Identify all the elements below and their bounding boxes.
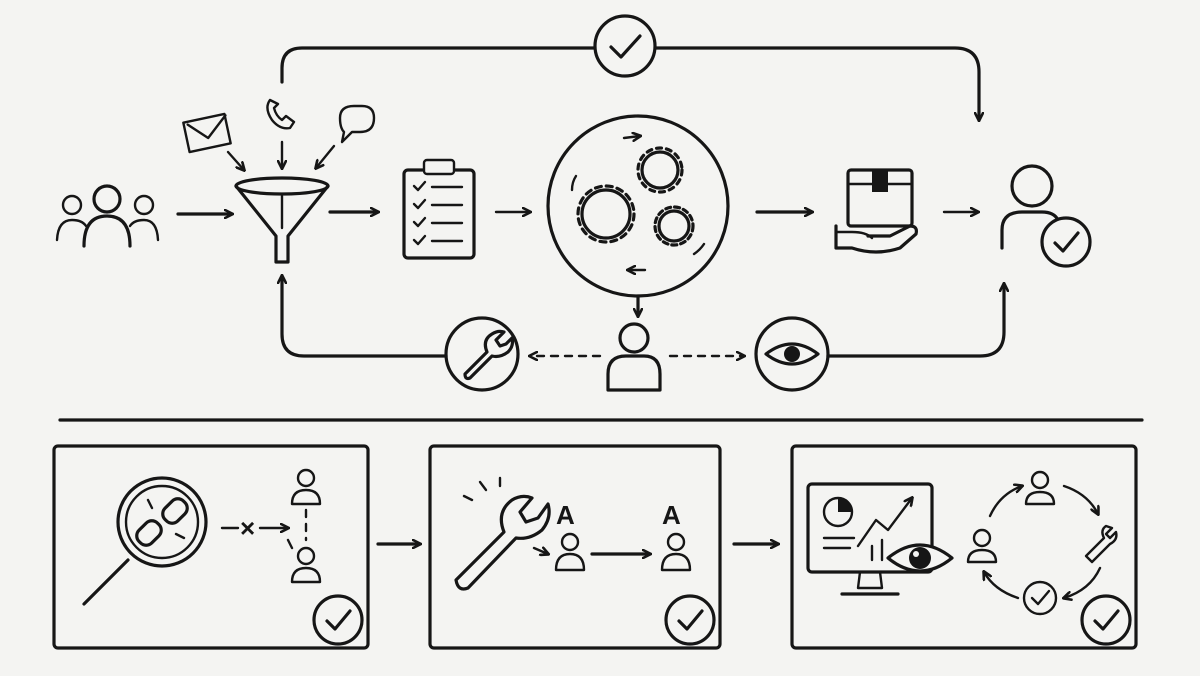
arrow-chat-to-funnel xyxy=(316,144,336,168)
panel-1: × xyxy=(52,444,370,650)
before-mark: A xyxy=(556,500,575,530)
person-handoff-icon: A A xyxy=(532,500,692,572)
eye-circle-icon xyxy=(754,316,830,392)
broken-link-magnifier-icon xyxy=(82,476,208,606)
funnel-icon xyxy=(234,176,330,264)
cross-mark: × xyxy=(240,513,255,543)
check-circle-icon xyxy=(312,594,364,646)
panel-2: A A xyxy=(428,444,722,650)
arrow-mail-to-funnel xyxy=(226,150,244,170)
phone-icon xyxy=(266,98,296,130)
chat-bubble-icon xyxy=(338,104,376,144)
checklist-icon xyxy=(402,158,476,260)
check-circle-icon xyxy=(1080,594,1132,646)
monitor-dashboard-icon xyxy=(806,482,934,596)
reviewer-icon xyxy=(606,322,662,392)
customers-icon xyxy=(55,184,160,248)
approved-user-icon xyxy=(1000,164,1092,268)
check-circle-icon xyxy=(664,594,716,646)
check-circle-icon xyxy=(593,14,657,78)
panel-3 xyxy=(790,444,1138,650)
package-hand-icon xyxy=(834,168,918,254)
improvement-cycle-icon xyxy=(966,470,1118,616)
top-loop-arrow xyxy=(280,46,979,120)
arrow-wrench-to-funnel xyxy=(282,276,448,358)
mail-icon xyxy=(182,112,232,154)
after-mark: A xyxy=(662,500,681,530)
wrench-circle-icon xyxy=(444,316,520,392)
blocked-handoff-icon: × xyxy=(220,468,322,584)
gears-icon xyxy=(546,114,730,298)
wrench-icon xyxy=(454,476,551,591)
eye-icon xyxy=(886,543,954,573)
arrow-eye-to-user xyxy=(826,284,1004,358)
